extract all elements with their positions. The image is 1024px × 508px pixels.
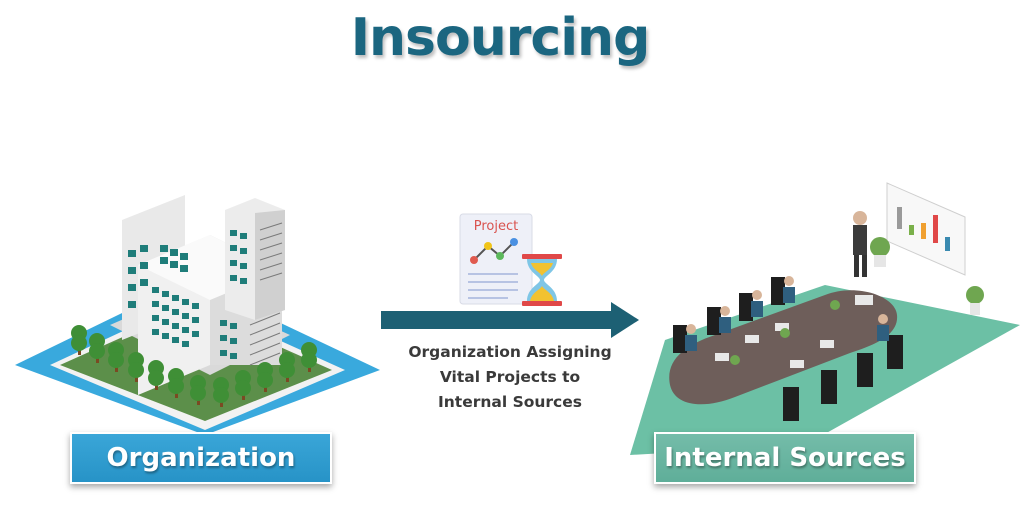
caption-line-1: Organization Assigning [408, 343, 612, 361]
caption-line-2: Vital Projects to [439, 368, 581, 386]
arrow-right-icon [381, 302, 639, 338]
office-building-icon [15, 195, 380, 435]
page-title: Insourcing [350, 8, 651, 68]
organization-label: Organization [70, 432, 332, 484]
caption-line-3: Internal Sources [438, 393, 582, 411]
process-caption: Organization Assigning Vital Projects to… [400, 340, 620, 415]
svg-text:Project: Project [474, 219, 518, 234]
meeting-room-icon [630, 182, 1020, 455]
project-document-icon: Project [459, 213, 533, 305]
internal-sources-label: Internal Sources [654, 432, 916, 484]
hourglass-icon [522, 254, 562, 306]
